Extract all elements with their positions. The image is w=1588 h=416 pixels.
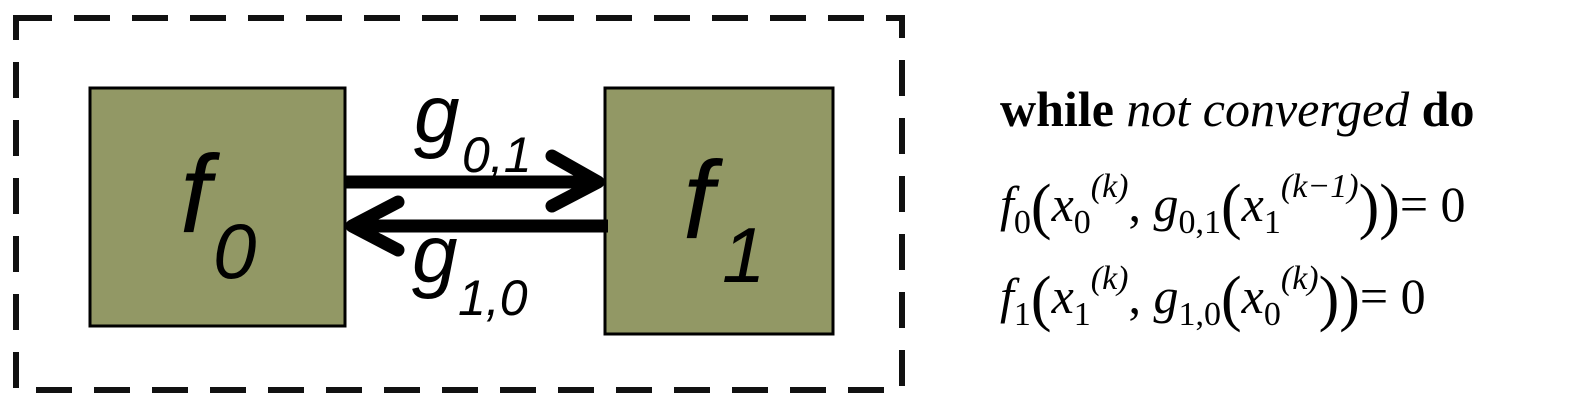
subsystem-frame <box>13 15 905 393</box>
algorithm-header: while not converged do <box>1000 80 1575 172</box>
edge-backward-arrowhead <box>345 195 405 257</box>
edge-backward-index: 1,0 <box>458 270 528 326</box>
node1-index: 1 <box>722 211 765 299</box>
edge-backward-label: g <box>412 209 458 300</box>
keyword-while: while <box>1000 81 1114 137</box>
node-f1[interactable] <box>603 86 835 336</box>
algorithm-block: while not converged do f0(x0(k), g0,1(x1… <box>1000 80 1575 356</box>
edge-forward-arrowhead <box>545 149 605 213</box>
edge-forward-label: g <box>414 69 460 160</box>
node0-index: 0 <box>213 207 256 295</box>
node-f0[interactable] <box>88 86 347 328</box>
coupling-diagram: f 0 f 1 g 0,1 g 1,0 <box>13 15 905 393</box>
equation-1: f0(x0(k), g0,1(x1(k−1)))= 0 <box>1000 168 1466 241</box>
edge-forward-index: 0,1 <box>462 127 532 183</box>
keyword-do: do <box>1421 81 1475 137</box>
equation-2: f1(x1(k), g1,0(x0(k)))= 0 <box>1000 260 1426 333</box>
loop-condition: not converged <box>1126 81 1410 137</box>
